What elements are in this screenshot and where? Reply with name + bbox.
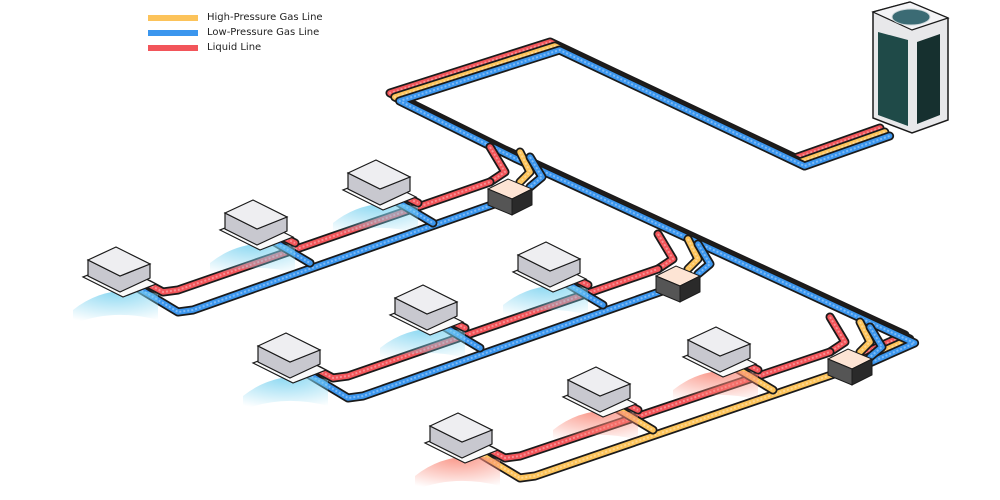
branch-drop-low-pressure-2 xyxy=(693,239,715,279)
branch-box-right xyxy=(511,188,533,216)
main-trunk-low-pressure xyxy=(395,45,920,368)
group3-liquid-line-texture xyxy=(489,351,831,459)
heating-airflow xyxy=(673,370,758,404)
legend-label: Low-Pressure Gas Line xyxy=(207,27,320,38)
branch-drop-liquid-1-texture xyxy=(489,146,506,183)
group1-gas-line xyxy=(133,197,505,317)
legend-label: Liquid Line xyxy=(207,42,262,53)
branch-drop-high-pressure-2-fill xyxy=(685,236,701,272)
branch-drop-liquid-3-fill xyxy=(827,314,848,355)
branch-drop-low-pressure-3-fill xyxy=(867,324,885,360)
branch-drop-low-pressure-3 xyxy=(865,322,887,362)
legend-item-high-pressure: High-Pressure Gas Line xyxy=(148,10,323,25)
unit-top xyxy=(566,366,632,397)
branch-drop-liquid-3-texture xyxy=(829,316,846,353)
group3-gas-line xyxy=(475,367,845,483)
cooling-airflow xyxy=(333,203,418,237)
branch-drop-high-pressure-3-fill xyxy=(857,319,873,355)
main-trunk-high-pressure-texture xyxy=(393,45,911,360)
branch-box-right xyxy=(679,275,701,303)
legend-item-liquid: Liquid Line xyxy=(148,40,323,55)
group3-liquid-line xyxy=(485,347,835,463)
branch-box-right xyxy=(851,358,873,386)
group1-liquid-line xyxy=(143,177,495,297)
cooling-airflow xyxy=(380,328,465,362)
branch-drop-low-pressure-3-texture xyxy=(869,326,883,358)
group3-liquid-line-fill xyxy=(487,349,833,461)
unit-top xyxy=(86,246,152,277)
cooling-airflow xyxy=(73,290,158,324)
unit-top xyxy=(223,199,289,230)
cooling-airflow xyxy=(210,243,295,277)
group2-liquid-line-texture xyxy=(317,268,659,379)
group1-gas-line-texture xyxy=(137,201,501,313)
branch-drop-high-pressure-1-fill xyxy=(517,149,533,185)
indoor-unit-2-2 xyxy=(380,284,465,362)
branch-drop-high-pressure-1 xyxy=(515,147,535,187)
heating-airflow xyxy=(415,456,500,490)
branch-drop-liquid-1-fill xyxy=(487,144,508,185)
cooling-airflow xyxy=(503,285,588,319)
cooling-airflow xyxy=(243,376,328,410)
legend-swatch-low-pressure xyxy=(148,29,198,36)
legend-swatch-high-pressure xyxy=(148,14,198,21)
unit-top xyxy=(256,332,322,363)
pipes-layer xyxy=(133,37,920,483)
main-trunk-low-pressure-texture xyxy=(398,49,916,364)
branch-drop-liquid-3 xyxy=(825,312,850,357)
branch-drop-low-pressure-1-fill xyxy=(527,154,545,190)
heating-airflow xyxy=(553,410,638,444)
unit-top xyxy=(428,412,494,443)
branch-drop-low-pressure-2-texture xyxy=(697,243,711,275)
branch-box-1 xyxy=(486,178,534,216)
indoor-unit-1-3 xyxy=(333,159,418,237)
legend-swatch-liquid xyxy=(148,44,198,51)
branch-box-2 xyxy=(654,265,702,303)
group2-liquid-line-fill xyxy=(315,266,661,381)
branch-drop-low-pressure-1 xyxy=(525,152,547,192)
group2-liquid-line xyxy=(313,264,663,383)
group1-gas-line-fill xyxy=(135,199,503,315)
branch-drop-liquid-2-texture xyxy=(657,233,674,270)
branch-drop-low-pressure-1-texture xyxy=(529,156,543,188)
outdoor-unit-side xyxy=(917,34,940,124)
legend: High-Pressure Gas Line Low-Pressure Gas … xyxy=(148,10,323,55)
indoor-unit-3-2 xyxy=(553,366,638,444)
branch-drop-high-pressure-2 xyxy=(683,234,703,274)
units-layer xyxy=(73,1,950,490)
indoor-unit-3-3 xyxy=(673,326,758,404)
unit-top xyxy=(686,326,752,357)
indoor-unit-3-1 xyxy=(415,412,500,490)
legend-item-low-pressure: Low-Pressure Gas Line xyxy=(148,25,323,40)
indoor-unit-1-1 xyxy=(73,246,158,324)
indoor-unit-2-3 xyxy=(503,241,588,319)
main-trunk-liquid-texture xyxy=(389,41,906,356)
branch-drop-high-pressure-3 xyxy=(855,317,875,357)
unit-top xyxy=(516,241,582,272)
unit-top xyxy=(393,284,459,315)
unit-top xyxy=(346,159,412,190)
main-trunk-low-pressure-fill xyxy=(396,47,918,366)
branch-drop-liquid-2 xyxy=(653,229,678,274)
indoor-unit-1-2 xyxy=(210,199,295,277)
branch-drop-low-pressure-2-fill xyxy=(695,241,713,277)
legend-label: High-Pressure Gas Line xyxy=(207,12,323,23)
branch-box-3 xyxy=(826,348,874,386)
indoor-unit-2-1 xyxy=(243,332,328,410)
branch-drop-liquid-1 xyxy=(485,142,510,187)
outdoor-unit xyxy=(871,1,950,134)
branch-drop-liquid-2-fill xyxy=(655,231,676,272)
group3-gas-line-fill xyxy=(477,369,843,481)
outdoor-unit-front xyxy=(878,32,908,126)
fan-icon xyxy=(891,8,931,26)
